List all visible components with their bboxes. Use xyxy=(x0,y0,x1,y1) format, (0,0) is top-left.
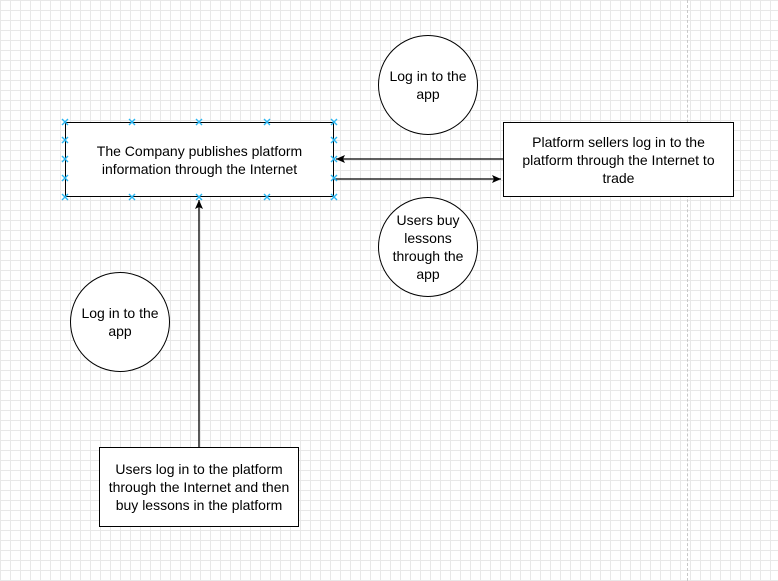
selection-handle[interactable] xyxy=(195,193,203,201)
users-node-label: Users log in to the platform through the… xyxy=(108,461,290,513)
selection-handle[interactable] xyxy=(263,118,271,126)
users-node[interactable]: Users log in to the platform through the… xyxy=(99,447,299,527)
selection-handle[interactable] xyxy=(330,118,338,126)
buy-lessons-label: Users buy lessons through the app xyxy=(392,212,464,282)
login-top-ellipse[interactable]: Log in to the app xyxy=(378,35,478,135)
selection-handle[interactable] xyxy=(195,118,203,126)
login-top-label: Log in to the app xyxy=(389,68,467,102)
selection-handle[interactable] xyxy=(61,174,69,182)
buy-lessons-ellipse[interactable]: Users buy lessons through the app xyxy=(378,197,478,297)
company-node[interactable]: The Company publishes platform informati… xyxy=(65,122,334,197)
company-node-label: The Company publishes platform informati… xyxy=(96,142,303,177)
selection-handle[interactable] xyxy=(61,118,69,126)
selection-handle[interactable] xyxy=(263,193,271,201)
sellers-node[interactable]: Platform sellers log in to the platform … xyxy=(503,122,734,197)
login-left-label: Log in to the app xyxy=(81,305,159,339)
selection-handle[interactable] xyxy=(330,155,338,163)
selection-handle[interactable] xyxy=(330,193,338,201)
selection-handle[interactable] xyxy=(61,193,69,201)
selection-handle[interactable] xyxy=(61,155,69,163)
login-left-ellipse[interactable]: Log in to the app xyxy=(70,272,170,372)
sellers-node-label: Platform sellers log in to the platform … xyxy=(522,133,715,186)
selection-handle[interactable] xyxy=(61,136,69,144)
selection-handle[interactable] xyxy=(128,193,136,201)
selection-handle[interactable] xyxy=(330,136,338,144)
selection-handle[interactable] xyxy=(330,174,338,182)
page-break-line xyxy=(687,0,688,581)
selection-handle[interactable] xyxy=(128,118,136,126)
